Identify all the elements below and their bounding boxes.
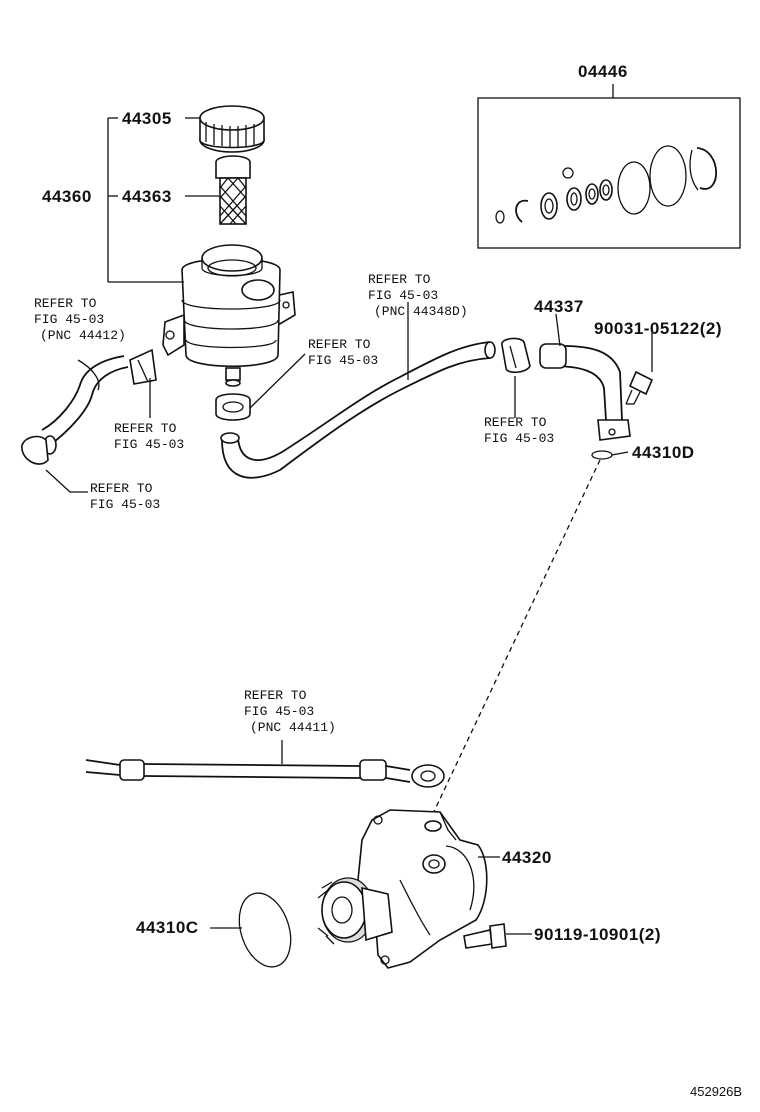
svg-text:(PNC 44348D): (PNC 44348D) xyxy=(374,304,468,319)
ref-note-pressure-hose: REFER TO FIG 45-03 (PNC 44411) xyxy=(244,688,336,735)
svg-text:FIG 45-03: FIG 45-03 xyxy=(368,288,438,303)
svg-text:FIG 45-03: FIG 45-03 xyxy=(34,312,104,327)
seal-kit-04446 xyxy=(477,84,741,249)
reservoir-tank-44360 xyxy=(162,244,296,387)
label-90119-10901: 90119-10901(2) xyxy=(534,925,661,944)
label-44363: 44363 xyxy=(122,187,172,206)
clamp-reservoir-outlet xyxy=(215,393,251,421)
ref-note-mid-left: REFER TO FIG 45-03 xyxy=(114,421,184,452)
ref-note-mid-right: REFER TO FIG 45-03 xyxy=(308,337,378,368)
label-44337: 44337 xyxy=(534,297,584,316)
ref-note-left-top: REFER TO FIG 45-03 (PNC 44412) xyxy=(34,296,126,343)
vane-pump-44320 xyxy=(317,809,488,969)
clamp-44337-inlet xyxy=(501,337,531,374)
svg-text:FIG 45-03: FIG 45-03 xyxy=(308,353,378,368)
ref-note-top-mid: REFER TO FIG 45-03 (PNC 44348D) xyxy=(368,272,468,319)
svg-text:REFER TO: REFER TO xyxy=(34,296,97,311)
label-44310c: 44310C xyxy=(136,918,199,937)
reservoir-cap-44305 xyxy=(199,105,265,153)
svg-text:FIG 45-03: FIG 45-03 xyxy=(90,497,160,512)
svg-text:REFER TO: REFER TO xyxy=(90,481,153,496)
label-44305: 44305 xyxy=(122,109,172,128)
return-hose-left xyxy=(21,348,157,465)
svg-text:REFER TO: REFER TO xyxy=(484,415,547,430)
svg-text:REFER TO: REFER TO xyxy=(308,337,371,352)
label-44320: 44320 xyxy=(502,848,552,867)
label-44310d: 44310D xyxy=(632,443,695,462)
o-ring-44310d xyxy=(591,450,613,460)
svg-text:(PNC 44411): (PNC 44411) xyxy=(250,720,336,735)
label-90031-05122: 90031-05122(2) xyxy=(594,319,722,338)
svg-text:FIG 45-03: FIG 45-03 xyxy=(244,704,314,719)
gasket-44310c xyxy=(238,892,292,968)
bolt-90119-10901 xyxy=(463,923,507,949)
assembly-dashed-line xyxy=(429,459,601,821)
suction-pipe-44337 xyxy=(539,343,631,441)
strainer-44363 xyxy=(215,155,251,225)
label-04446: 04446 xyxy=(578,62,628,81)
svg-text:FIG 45-03: FIG 45-03 xyxy=(484,431,554,446)
bolt-90031-05122 xyxy=(625,370,654,405)
ref-note-bottom-left: REFER TO FIG 45-03 xyxy=(90,481,160,512)
label-44360: 44360 xyxy=(42,187,92,206)
svg-text:REFER TO: REFER TO xyxy=(368,272,431,287)
svg-text:REFER TO: REFER TO xyxy=(114,421,177,436)
ref-note-clamp-right: REFER TO FIG 45-03 xyxy=(484,415,554,446)
svg-text:REFER TO: REFER TO xyxy=(244,688,307,703)
svg-text:FIG 45-03: FIG 45-03 xyxy=(114,437,184,452)
catalog-number: 452926B xyxy=(690,1084,742,1099)
svg-text:(PNC 44412): (PNC 44412) xyxy=(40,328,126,343)
pressure-hose-44411 xyxy=(85,759,445,788)
return-hose-44348d xyxy=(220,341,496,479)
